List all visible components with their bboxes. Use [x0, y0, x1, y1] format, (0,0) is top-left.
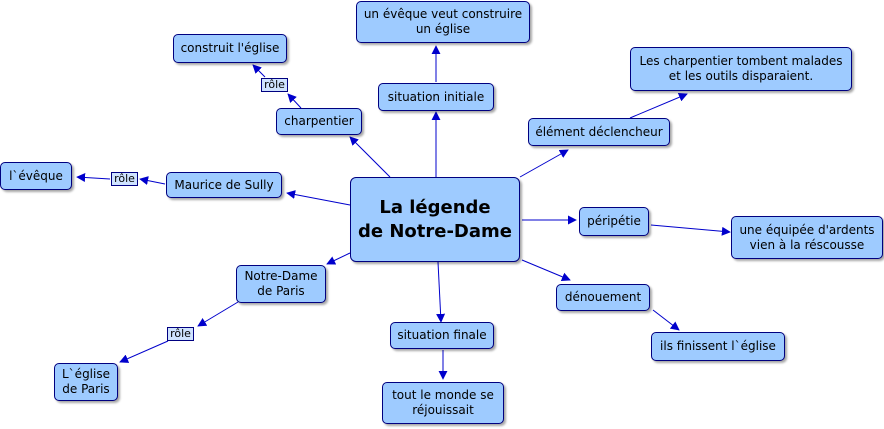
equipee-ardents-node[interactable]: une équipée d'ardents vien à la réscouss… — [731, 216, 883, 259]
charpentier-malades-node[interactable]: Les charpentier tombent malades et les o… — [630, 47, 852, 91]
link-charpentier-role — [287, 93, 302, 109]
link-center-situation-finale — [436, 261, 446, 323]
peripetie-node[interactable]: péripétie — [579, 207, 649, 236]
finissent-eglise-node[interactable]: ils finissent l`église — [651, 332, 785, 361]
link-center-element-declencheur — [519, 149, 569, 178]
notre-dame-de-paris-node[interactable]: Notre-Dame de Paris — [236, 265, 326, 303]
link-center-notre-dame — [326, 252, 351, 265]
link-role-eveque — [76, 172, 111, 182]
tout-le-monde-node[interactable]: tout le monde se réjouissait — [382, 382, 504, 424]
link-center-denouement — [521, 259, 571, 282]
link-maurice-role — [139, 176, 166, 186]
element-declencheur-node[interactable]: élément déclencheur — [528, 118, 670, 146]
link-peripetie-equipee — [650, 224, 731, 236]
central-topic-node[interactable]: La légende de Notre-Dame — [350, 177, 520, 262]
link-denouement-finissent — [652, 309, 680, 331]
charpentier-node[interactable]: charpentier — [276, 108, 362, 135]
construit-eglise-node[interactable]: construit l'église — [173, 34, 287, 63]
role-link-label: rôle — [167, 327, 194, 341]
denouement-node[interactable]: dénouement — [556, 284, 650, 311]
link-notre-dame-role — [197, 301, 239, 327]
eglise-de-paris-node[interactable]: L`église de Paris — [54, 363, 118, 401]
role-link-label: rôle — [261, 78, 288, 92]
situation-finale-node[interactable]: situation finale — [390, 322, 494, 349]
situation-initiale-node[interactable]: situation initiale — [378, 83, 494, 111]
link-center-charpentier — [349, 136, 391, 178]
link-element-charpentier-malades — [629, 92, 688, 119]
maurice-de-sully-node[interactable]: Maurice de Sully — [166, 172, 282, 198]
role-link-label: rôle — [111, 172, 138, 186]
l-eveque-node[interactable]: l`évêque — [0, 162, 72, 190]
link-center-maurice — [286, 190, 351, 206]
eveque-construire-node[interactable]: un évêque veut construire un église — [356, 1, 530, 43]
link-role-construit — [252, 64, 266, 78]
link-role-eglise-paris — [119, 340, 169, 363]
